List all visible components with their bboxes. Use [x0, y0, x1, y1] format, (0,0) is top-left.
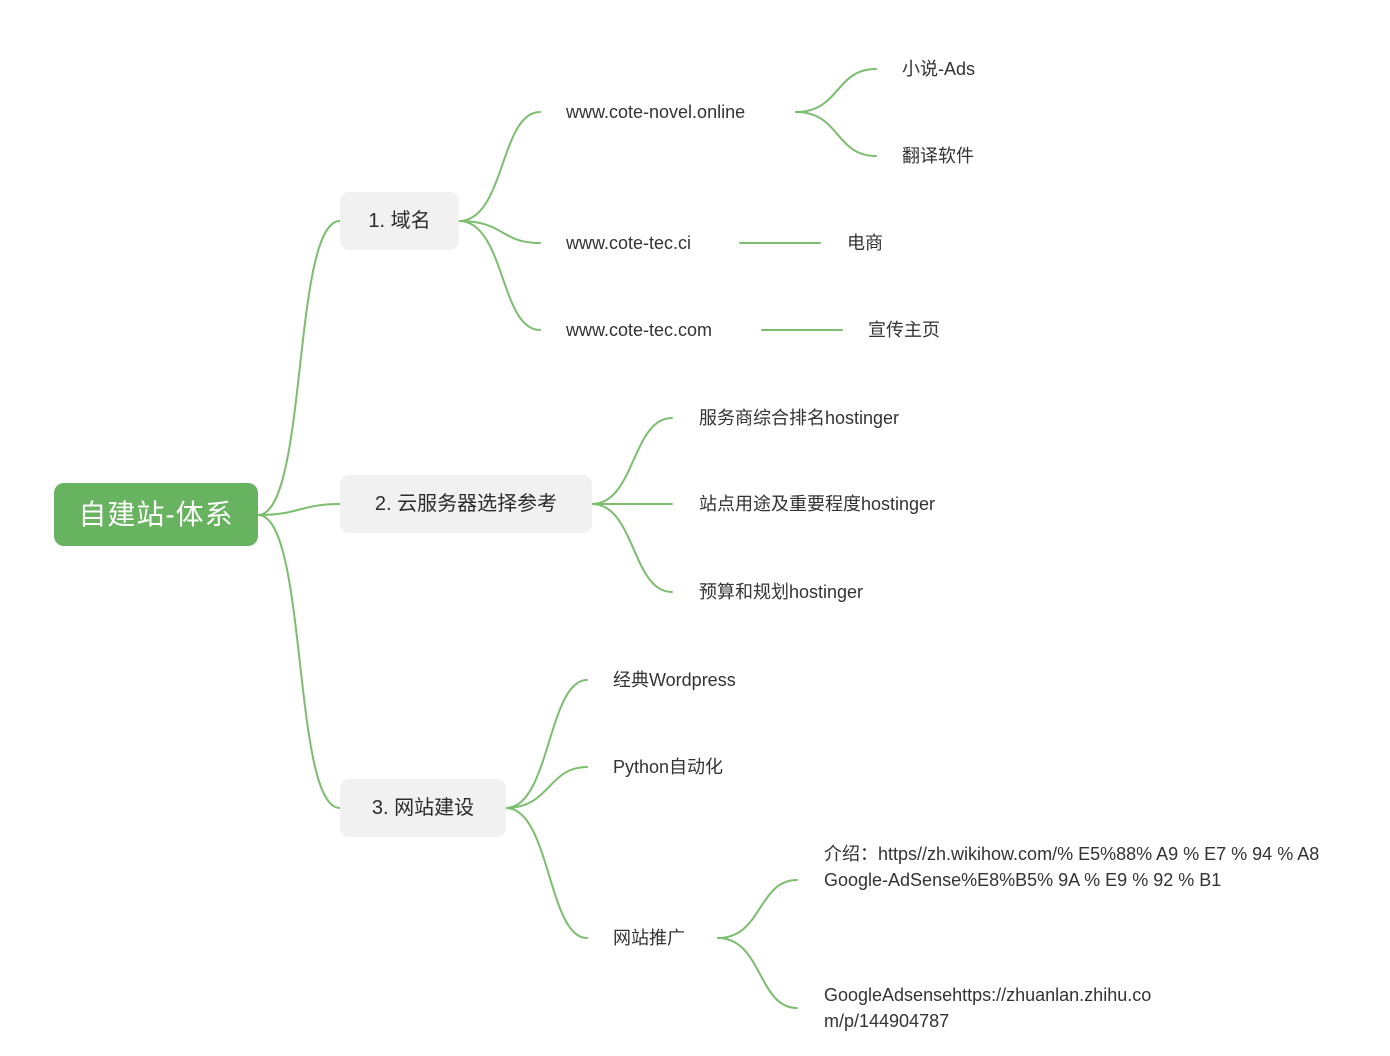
subtopic-domain-com[interactable]: www.cote-tec.com — [566, 320, 713, 340]
subtopic-budget-planning[interactable]: 预算和规划hostinger — [699, 582, 864, 602]
subtopic-domain-novel[interactable]: www.cote-novel.online — [566, 102, 746, 122]
leaf-adsense-zhihu-link[interactable]: GoogleAdsensehttps://zhuanlan.zhihu.com/… — [824, 985, 1152, 1031]
subtopic-wordpress[interactable]: 经典Wordpress — [613, 670, 736, 690]
edge-topic1-ci — [458, 220, 541, 244]
leaf-ecommerce[interactable]: 电商 — [847, 233, 883, 253]
edge-novel-translate — [795, 111, 877, 157]
edge-topic3-python — [505, 766, 588, 809]
topic-cloud-server[interactable]: 2. 云服务器选择参考 — [340, 475, 592, 533]
leaf-promo-homepage[interactable]: 宣传主页 — [868, 320, 940, 340]
subtopic-site-purpose[interactable]: 站点用途及重要程度hostinger — [699, 494, 936, 514]
subtopic-site-promotion[interactable]: 网站推广 — [613, 928, 685, 948]
edge-root-topic1 — [257, 220, 341, 516]
subtopic-python-automation[interactable]: Python自动化 — [613, 757, 724, 777]
edge-topic3-promotion — [505, 807, 588, 939]
edge-topic1-com — [458, 220, 541, 331]
topic-website-building[interactable]: 3. 网站建设 — [340, 779, 506, 837]
topic-domain[interactable]: 1. 域名 — [340, 192, 459, 250]
edge-promotion-adsense — [717, 937, 798, 1009]
leaf-novel-ads[interactable]: 小说-Ads — [902, 59, 976, 79]
edge-novel-ads — [795, 68, 877, 113]
leaf-adsense-intro-link[interactable]: 介绍：https//zh.wikihow.com/% E5%88% A9 % E… — [824, 844, 1320, 890]
edge-root-topic2 — [257, 503, 341, 516]
subtopic-domain-ci[interactable]: www.cote-tec.ci — [566, 233, 692, 253]
edge-topic2-ranking — [591, 417, 673, 505]
subtopic-provider-ranking[interactable]: 服务商综合排名hostinger — [699, 408, 900, 428]
root-topic[interactable]: 自建站-体系 — [54, 483, 258, 546]
edge-root-topic3 — [257, 514, 341, 809]
edge-topic2-budget — [591, 503, 673, 593]
edge-topic3-wordpress — [505, 679, 588, 809]
leaf-translation-software[interactable]: 翻译软件 — [902, 146, 974, 166]
edge-promotion-intro — [717, 879, 798, 939]
edge-topic1-novel — [458, 111, 541, 222]
